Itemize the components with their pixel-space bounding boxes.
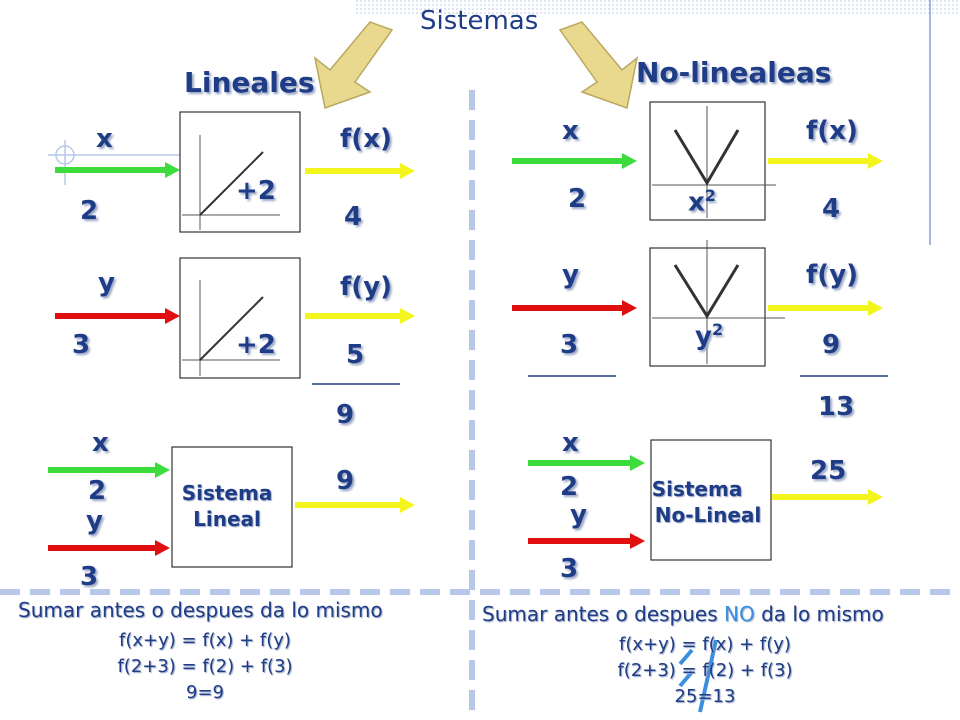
- linear-system-x-value: 2: [88, 476, 107, 506]
- nonlinear-box-2: [649, 240, 785, 367]
- linear-eq-3: 9=9: [186, 682, 224, 703]
- nonlinear-y-label: y: [562, 260, 579, 290]
- nonlinear-box-1: [649, 101, 776, 221]
- nonlinear-y-value: 3: [560, 330, 579, 360]
- linear-system-name-1: Sistema: [181, 481, 273, 505]
- nonlinear-sum-value: 13: [818, 392, 855, 422]
- linear-fx-value: 4: [344, 202, 363, 232]
- nonlinear-heading: No-linealeas: [636, 56, 832, 89]
- linear-fy-value: 5: [346, 340, 365, 370]
- nonlinear-eq-1: f(x+y) = f(x) + f(y): [619, 634, 791, 655]
- nonlinear-system-x-value: 2: [560, 472, 579, 502]
- right-arrows: [512, 153, 888, 549]
- nonlinear-system-out-value: 25: [810, 456, 847, 486]
- nonlinear-op-2-base: y: [695, 321, 712, 352]
- linear-system-box: [171, 446, 293, 568]
- linear-sum-value: 9: [336, 400, 355, 430]
- linear-system-out-value: 9: [336, 466, 355, 496]
- linear-fx-label: f(x): [340, 124, 392, 154]
- nonlinear-caption-no: NO: [724, 602, 755, 626]
- nonlinear-fy-label: f(y): [806, 260, 859, 290]
- linear-system-label: Sistema Lineal: [172, 480, 282, 532]
- nonlinear-op-1-exp: 2: [704, 186, 716, 205]
- nonlinear-equations: f(x+y) = f(x) + f(y) f(2+3) = f(2) + f(3…: [560, 632, 850, 710]
- nonlinear-caption-post: da lo mismo: [754, 602, 884, 626]
- right-split-arrow: [558, 21, 639, 109]
- linear-op-1: +2: [236, 176, 276, 206]
- nonlinear-caption-pre: Sumar antes o despues: [482, 602, 725, 626]
- nonlinear-x-value: 2: [568, 184, 587, 214]
- nonlinear-fx-value: 4: [822, 194, 841, 224]
- nonlinear-system-label: Sistema No-Lineal: [648, 476, 768, 528]
- nonlinear-system-y-value: 3: [560, 554, 579, 584]
- header-band: [355, 0, 960, 14]
- nonlinear-caption: Sumar antes o despues NO da lo mismo: [482, 602, 884, 626]
- nonlinear-system-box: [650, 439, 772, 561]
- page-title: Sistemas: [420, 6, 539, 36]
- linear-system-y-label: y: [86, 506, 103, 536]
- linear-system-y-value: 3: [80, 562, 99, 592]
- linear-caption: Sumar antes o despues da lo mismo: [18, 598, 383, 622]
- linear-y-label: y: [98, 268, 115, 298]
- nonlinear-system-x-label: x: [562, 428, 579, 458]
- nonlinear-op-2: y2: [695, 320, 723, 352]
- nonlinear-op-2-exp: 2: [711, 320, 724, 339]
- linear-fy-label: f(y): [340, 272, 393, 302]
- left-split-arrow: [313, 21, 394, 109]
- linear-box-1: [179, 111, 301, 233]
- linear-box-2: [179, 257, 301, 379]
- nonlinear-system-y-label: y: [570, 500, 587, 530]
- nonlinear-system-name-2: No-Lineal: [654, 503, 762, 527]
- nonlinear-op-1-base: x: [688, 187, 705, 218]
- nonlinear-eq-2: f(2+3) = f(2) + f(3): [617, 660, 793, 681]
- linear-y-value: 3: [72, 330, 91, 360]
- linear-op-2: +2: [236, 330, 276, 360]
- nonlinear-eq-3: 25=13: [674, 686, 736, 707]
- nonlinear-fx-label: f(x): [806, 116, 858, 146]
- linear-system-name-2: Lineal: [193, 507, 261, 531]
- nonlinear-system-name-1: Sistema: [651, 477, 743, 501]
- linear-heading: Lineales: [184, 66, 315, 99]
- not-equal-slashes: [678, 639, 718, 713]
- linear-eq-1: f(x+y) = f(x) + f(y): [119, 630, 291, 651]
- nonlinear-x-label: x: [562, 116, 579, 146]
- linear-x-label: x: [96, 124, 113, 154]
- nonlinear-op-1: x2: [688, 186, 716, 218]
- linear-eq-2: f(2+3) = f(2) + f(3): [117, 656, 293, 677]
- nonlinear-fy-value: 9: [822, 330, 841, 360]
- linear-x-value: 2: [80, 196, 99, 226]
- left-arrows: [48, 162, 415, 556]
- linear-system-x-label: x: [92, 428, 109, 458]
- linear-equations: f(x+y) = f(x) + f(y) f(2+3) = f(2) + f(3…: [60, 628, 350, 706]
